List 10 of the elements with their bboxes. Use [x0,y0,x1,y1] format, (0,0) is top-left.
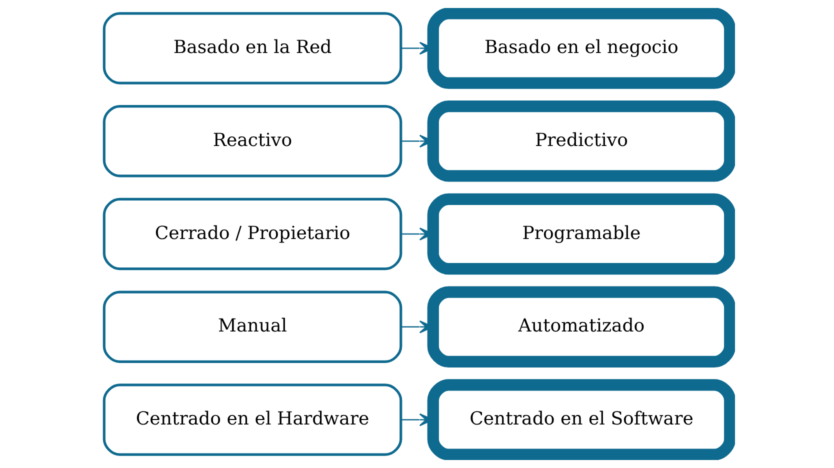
node-box: Centrado en el Software [427,379,735,460]
node-box: Basado en la Red [102,12,402,84]
node-box: Manual [102,290,402,363]
node-box: Predictivo [427,100,735,182]
node-box: Programable [427,193,735,275]
node-box: Cerrado / Propietario [102,198,402,270]
node-box: Centrado en el Hardware [102,384,402,456]
node-box: Automatizado [427,286,735,368]
node-box: Basado en el negocio [427,8,735,89]
node-box: Reactivo [102,105,402,178]
